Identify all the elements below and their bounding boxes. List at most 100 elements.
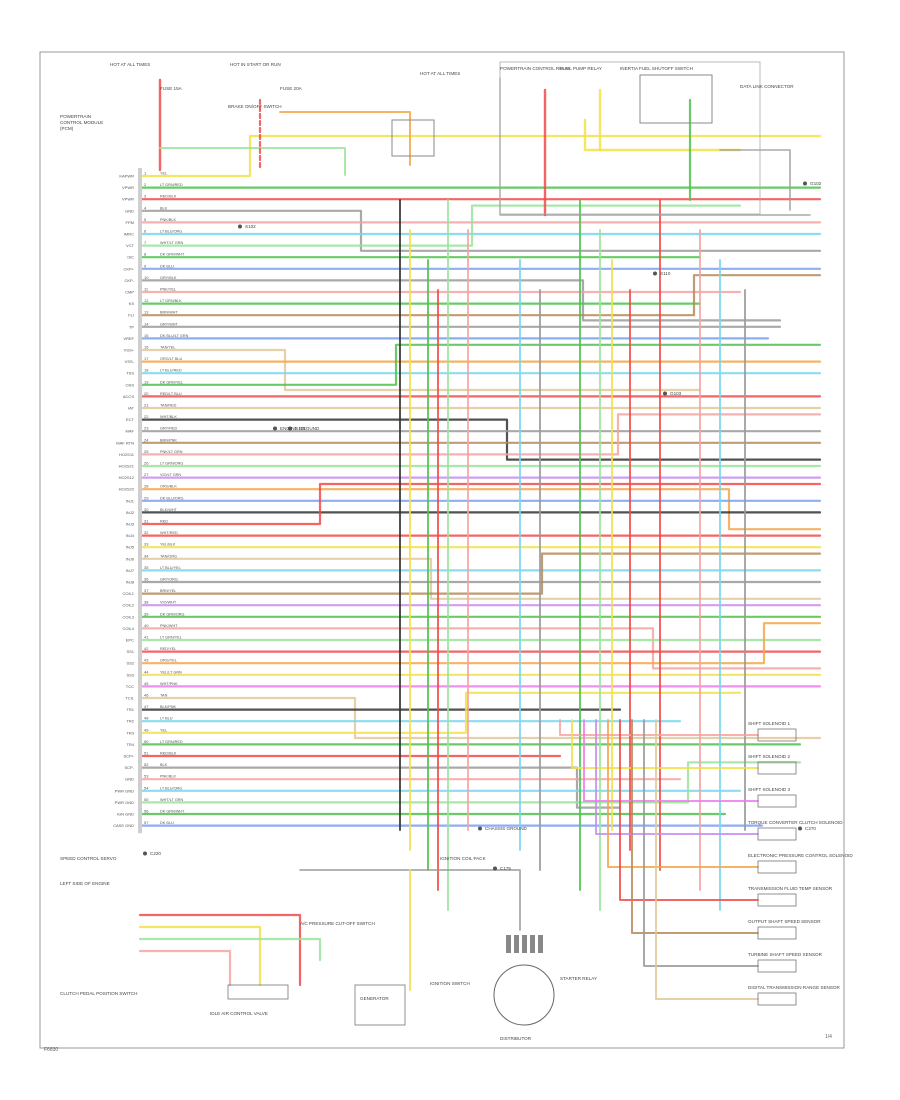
wire-color-label: BRN/YEL	[160, 589, 176, 593]
wire-color-label: GRY/BLK	[160, 276, 177, 280]
pcm-pin-number: 5	[144, 217, 147, 222]
wire-color-label: RED/LT BLU	[160, 392, 182, 396]
component-layer	[138, 61, 807, 1026]
wire-color-label: RED/BLK	[160, 195, 177, 199]
callout-label: S110	[660, 271, 671, 276]
pcm-pin-number: 56	[144, 809, 149, 814]
wire-color-label: LT BLU/ORG	[160, 786, 182, 790]
servo-wire	[138, 949, 232, 987]
wire-color-label: DK GRN/ORG	[160, 612, 185, 616]
wire-color-label: PNK/BLK	[160, 775, 177, 779]
right-component-wire	[595, 719, 759, 835]
callout-label: CHASSIS GROUND	[485, 826, 528, 831]
callout-label: G103	[670, 391, 682, 396]
pcm-pin-label: OSS	[126, 382, 135, 387]
wire-color-label: RED	[160, 520, 168, 524]
splice-dot	[143, 851, 147, 856]
wire-color-label: DK GRN/WHT	[160, 253, 185, 257]
pcm-pin-label: INJ2	[126, 510, 135, 515]
right-component-label: SHIFT SOLENOID 1	[748, 721, 790, 726]
pcm-pin-label: INJ1	[126, 498, 135, 503]
right-component-label: TURBINE SHAFT SPEED SENSOR	[748, 952, 823, 957]
pcm-pin-label: SS3	[126, 672, 134, 677]
pcm-pin-number: 3	[144, 194, 147, 199]
pcm-pin-label: MAF RTN	[116, 440, 134, 445]
wire-color-label: WHT/RED	[160, 531, 178, 535]
pcm-pin-label: SS2	[126, 661, 134, 666]
pcm-circuit-wire	[138, 622, 822, 665]
relay-module-box	[639, 74, 713, 124]
pcm-pin-label: GND	[125, 208, 134, 213]
pcm-pin-number: 46	[144, 693, 149, 698]
splice-dot	[803, 181, 807, 186]
bottom-component-label: IDLE AIR CONTROL VALVE	[210, 1011, 268, 1016]
pcm-pin-number: 51	[144, 751, 149, 756]
distributor-cap	[493, 964, 555, 1026]
pcm-pin-label: VREF	[123, 336, 134, 341]
splice-dot	[798, 826, 802, 831]
pcm-pin-number: 52	[144, 762, 149, 767]
pcm-pin-label: HO2S12	[119, 475, 135, 480]
pcm-pin-number: 57	[144, 820, 149, 825]
pcm-pin-number: 1	[144, 171, 147, 176]
top-component-label: FUSE 15A	[160, 86, 183, 91]
wire-color-label: BRN/PNK	[160, 438, 177, 442]
bottom-component-label: IGNITION SWITCH	[430, 981, 470, 986]
pcm-circuit-wire	[138, 418, 822, 461]
wire-color-label: VIO/WHT	[160, 601, 177, 605]
wire-color-label: LT BLU/YEL	[160, 566, 181, 570]
wire-color-label: PNK/LT GRN	[160, 450, 183, 454]
pcm-pin-number: 50	[144, 739, 149, 744]
wire-color-label: DK BLU	[160, 821, 174, 825]
pcm-pin-number: 14	[144, 321, 149, 326]
pcm-pin-number: 44	[144, 669, 149, 674]
pcm-pin-label: VSS+	[124, 348, 135, 353]
pcm-pin-label: VSS-	[125, 359, 135, 364]
right-component-box	[757, 761, 797, 775]
pcm-connector-strip	[138, 168, 142, 834]
splice-dot	[288, 426, 292, 431]
pcm-pin-number: 4	[144, 205, 147, 210]
coil-terminal	[514, 935, 519, 953]
wire-color-label: ORG/BLK	[160, 485, 177, 489]
pcm-pin-label: MAF	[126, 429, 135, 434]
coil-terminal	[530, 935, 535, 953]
right-component-label: TORQUE CONVERTER CLUTCH SOLENOID	[748, 820, 843, 825]
page-number: 1/4	[825, 1034, 832, 1040]
wire-color-label: PNK/YEL	[160, 288, 176, 292]
right-component-wire	[607, 719, 759, 868]
pcm-pin-label: TR1	[126, 707, 134, 712]
pcm-pin-number: 38	[144, 600, 149, 605]
pcm-pin-number: 41	[144, 635, 149, 640]
right-component-wire	[571, 719, 759, 769]
pcm-pin-label: ACCS	[123, 394, 134, 399]
pcm-pin-label: INJ8	[126, 580, 135, 585]
pcm-pin-label: ECT	[126, 417, 135, 422]
pcm-pin-number: 13	[144, 310, 149, 315]
pcm-pin-number: 47	[144, 704, 149, 709]
pcm-pin-number: 26	[144, 461, 149, 466]
pcm-pin-label: COIL4	[122, 626, 134, 631]
pcm-pin-number: 11	[144, 287, 149, 292]
pcm-circuit-wire	[138, 348, 702, 392]
pcm-pin-number: 55	[144, 797, 149, 802]
pcm-pin-number: 25	[144, 449, 149, 454]
wire-color-label: GRY/ORG	[160, 578, 178, 582]
pcm-pin-number: 33	[144, 542, 149, 547]
pcm-circuit-wire	[138, 204, 742, 247]
wire-color-label: YEL/LT GRN	[160, 670, 182, 674]
pcm-pin-number: 42	[144, 646, 149, 651]
bottom-component-label: GENERATOR	[360, 996, 389, 1001]
pcm-pin-number: 36	[144, 577, 149, 582]
pcm-pin-number: 27	[144, 472, 149, 477]
pcm-pin-number: 20	[144, 391, 149, 396]
pcm-pin-number: 53	[144, 774, 149, 779]
pcm-pin-number: 2	[144, 182, 147, 187]
bottom-component-label: SPEED CONTROL SERVO	[60, 856, 117, 861]
pcm-circuit-wire	[138, 209, 822, 252]
right-component-box	[757, 827, 797, 841]
top-component-label: DATA LINK CONNECTOR	[740, 84, 794, 89]
pcm-pin-label: TP	[129, 324, 134, 329]
wire-color-label: WHT/LT GRN	[160, 241, 184, 245]
pcm-pin-number: 43	[144, 658, 149, 663]
